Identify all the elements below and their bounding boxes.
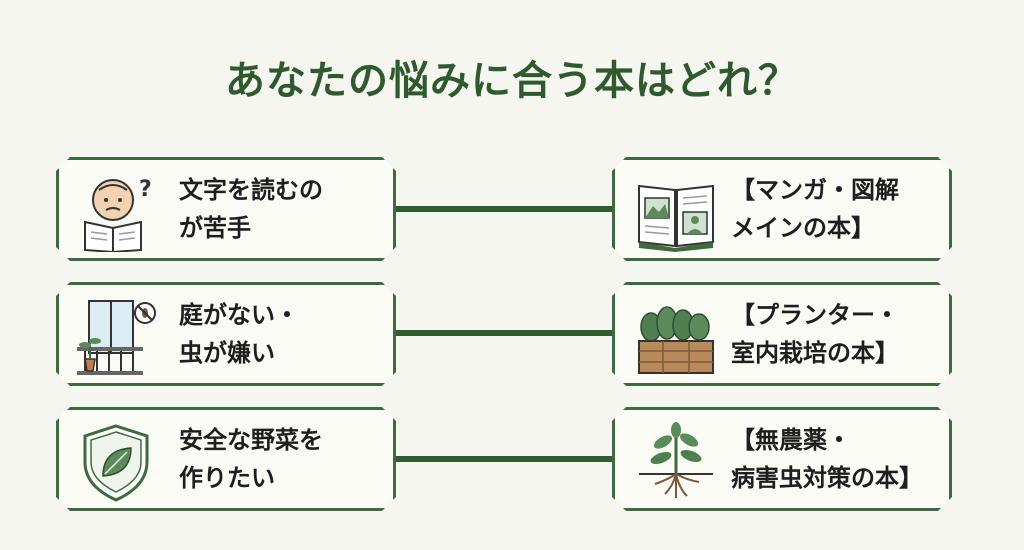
svg-text:?: ?: [139, 177, 152, 202]
leaf-shield-icon: [75, 422, 157, 502]
connector-line-1: [396, 206, 628, 212]
book-1-line2: メインの本】: [731, 214, 875, 242]
problem-1-line1: 文字を読むの: [179, 175, 323, 204]
problem-1-line2: が苦手: [179, 214, 251, 242]
problem-card-3: 安全な野菜を 作りたい: [56, 407, 396, 511]
book-card-3: 【無農薬・ 病害虫対策の本】: [612, 407, 952, 511]
sprout-roots-icon: [635, 422, 717, 502]
connector-line-2: [396, 330, 628, 336]
connector-line-3: [396, 456, 628, 462]
page-title: あなたの悩みに合う本はどれ？: [225, 58, 799, 104]
book-card-1: 【マンガ・図解 メインの本】: [612, 157, 952, 261]
problem-3-line1: 安全な野菜を: [179, 425, 323, 454]
problem-card-2: 庭がない・ 虫が嫌い: [56, 282, 396, 386]
confused-reader-icon: ?: [75, 172, 157, 252]
problem-2-line2: 虫が嫌い: [179, 339, 275, 367]
problem-2-line1: 庭がない・: [179, 300, 299, 329]
problem-card-1: ? 文字を読むの が苦手: [56, 157, 396, 261]
planter-box-icon: [635, 297, 717, 377]
book-3-line1: 【無農薬・: [731, 425, 851, 454]
book-card-2: 【プランター・ 室内栽培の本】: [612, 282, 952, 386]
problem-3-line2: 作りたい: [179, 464, 275, 492]
book-2-line1: 【プランター・: [731, 300, 899, 329]
book-2-line2: 室内栽培の本】: [731, 339, 899, 367]
book-3-line2: 病害虫対策の本】: [731, 464, 923, 492]
balcony-plant-icon: [75, 297, 157, 377]
open-book-icon: [635, 172, 717, 252]
book-1-line1: 【マンガ・図解: [731, 175, 899, 204]
